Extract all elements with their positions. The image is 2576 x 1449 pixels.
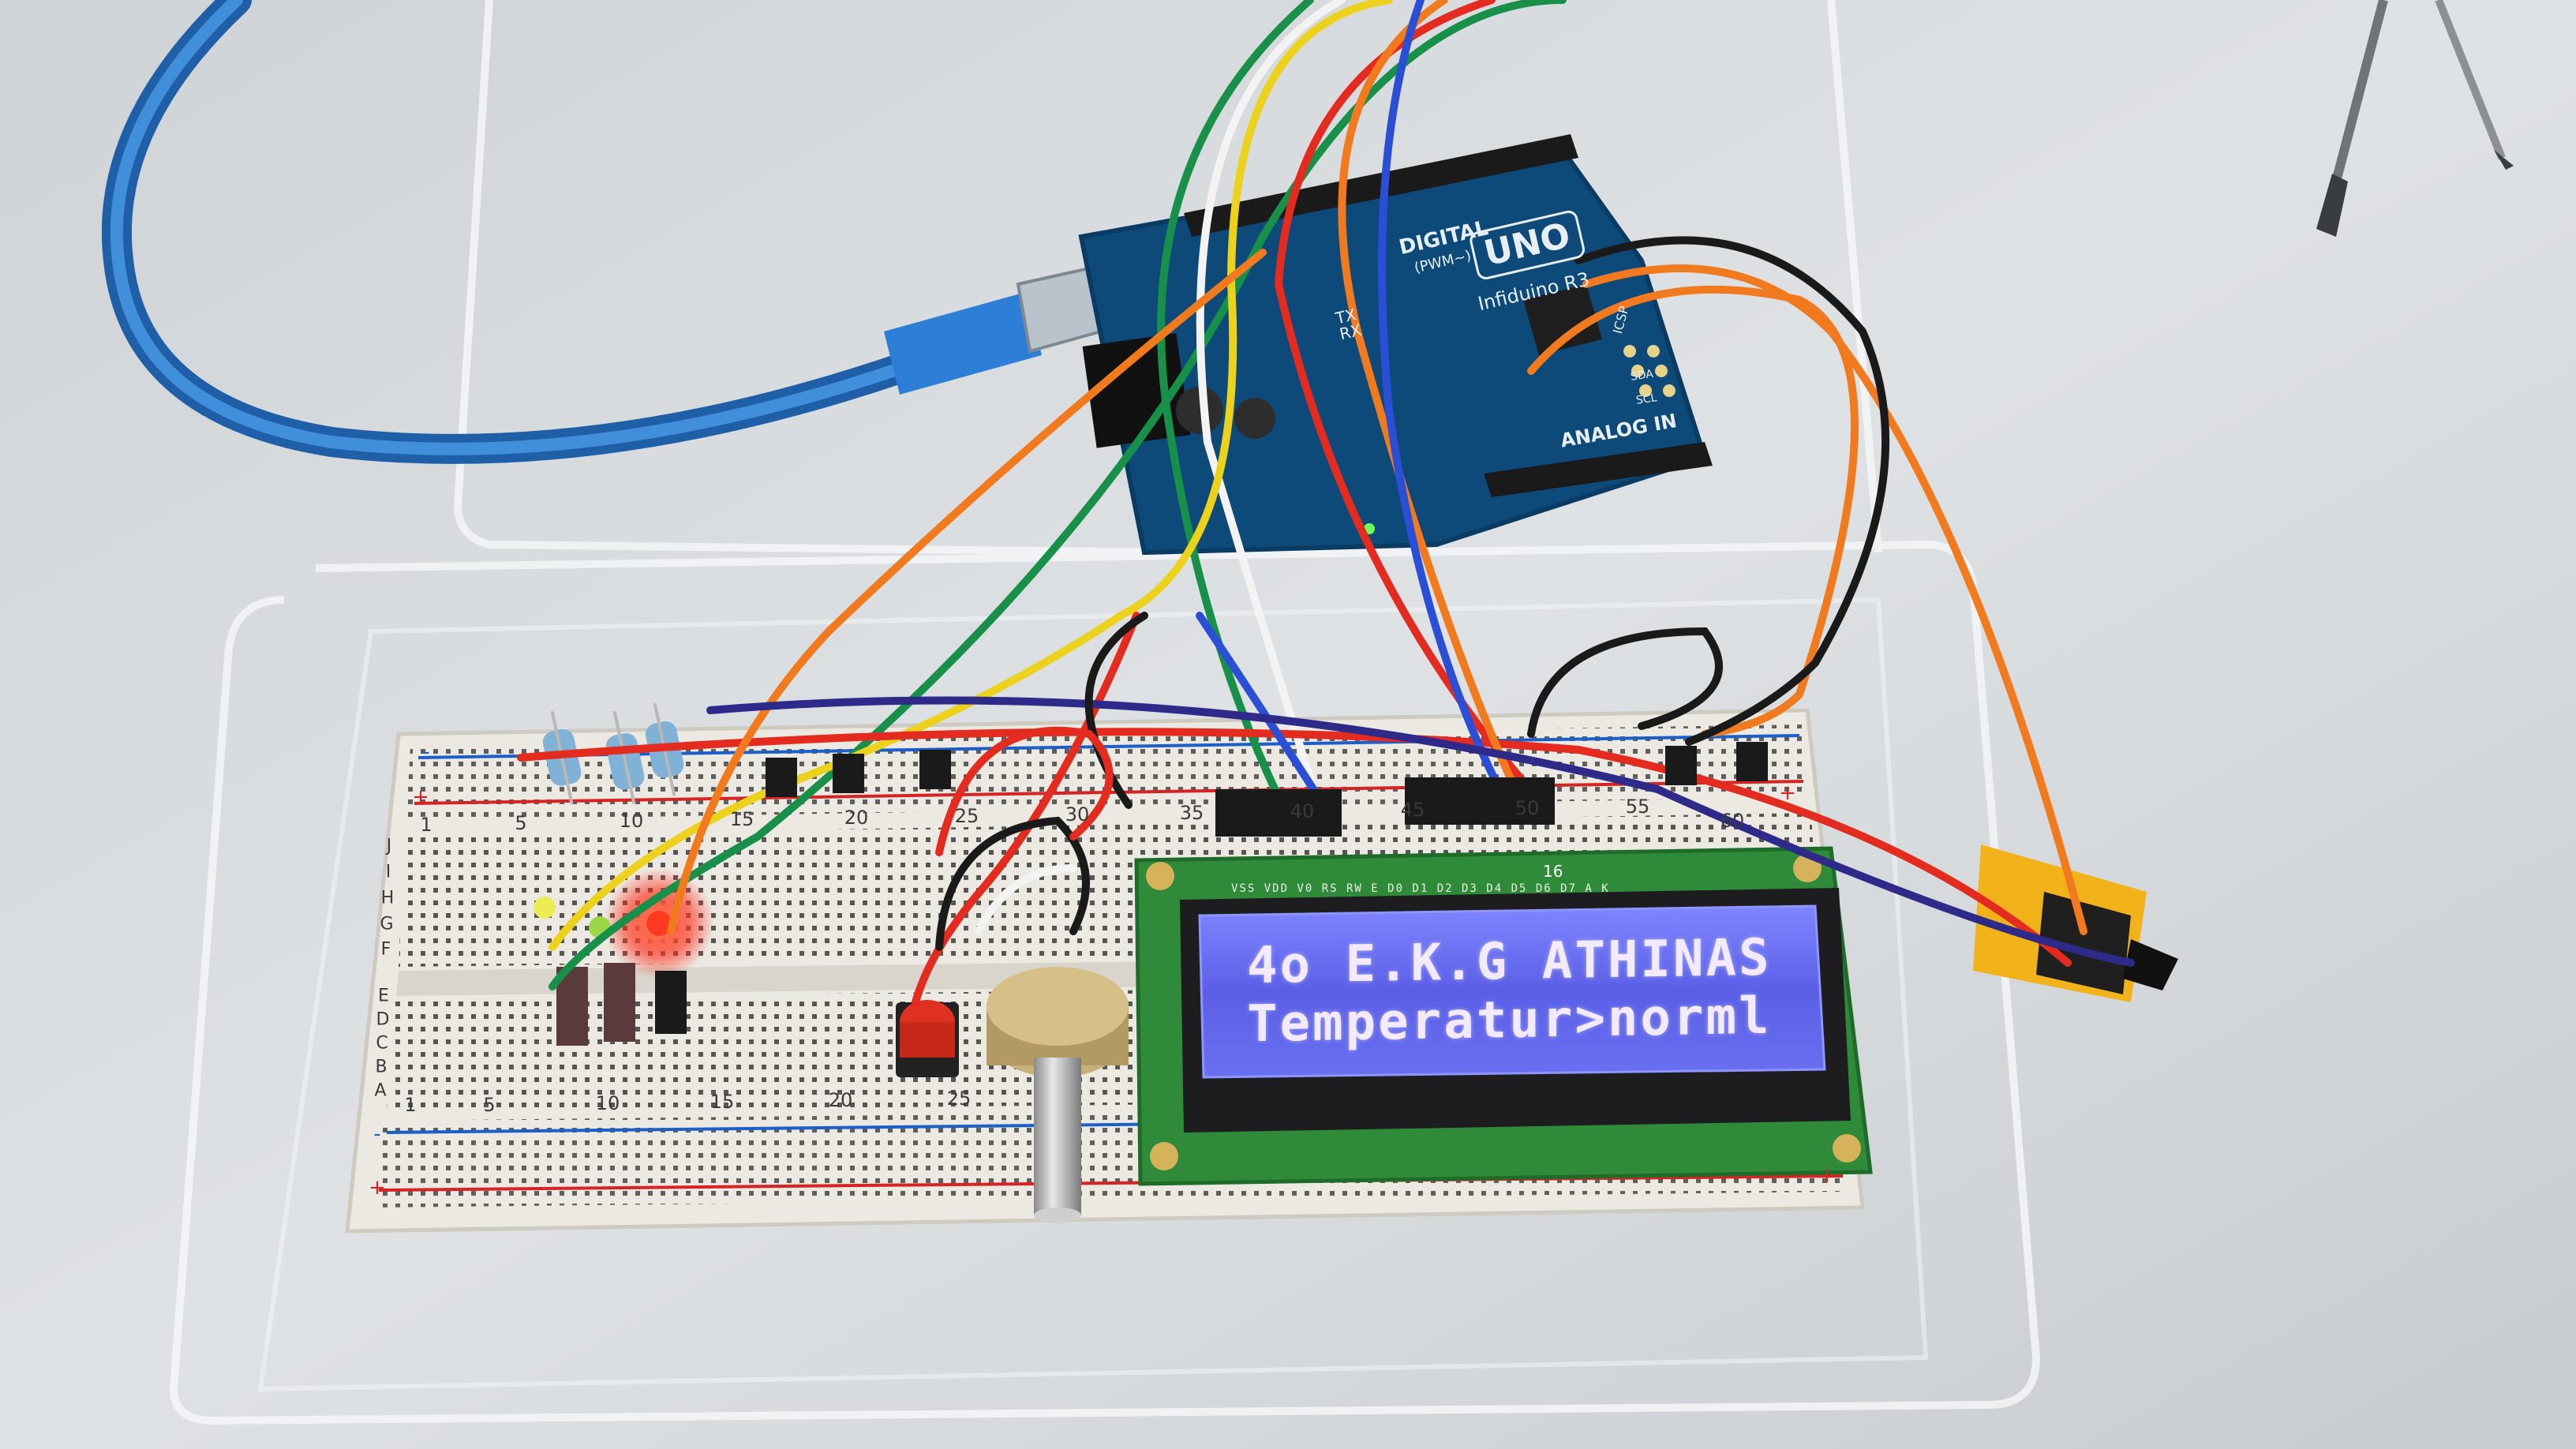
temperature-sensor (1973, 844, 2178, 1002)
screwdriver (2316, 0, 2514, 237)
jumper-wires (517, 0, 2135, 1006)
usb-cable (101, 0, 1103, 464)
header-pins (655, 742, 1768, 1034)
push-button (896, 1000, 959, 1077)
potentiometer (987, 967, 1129, 1223)
lcd-module (1134, 846, 1873, 1186)
